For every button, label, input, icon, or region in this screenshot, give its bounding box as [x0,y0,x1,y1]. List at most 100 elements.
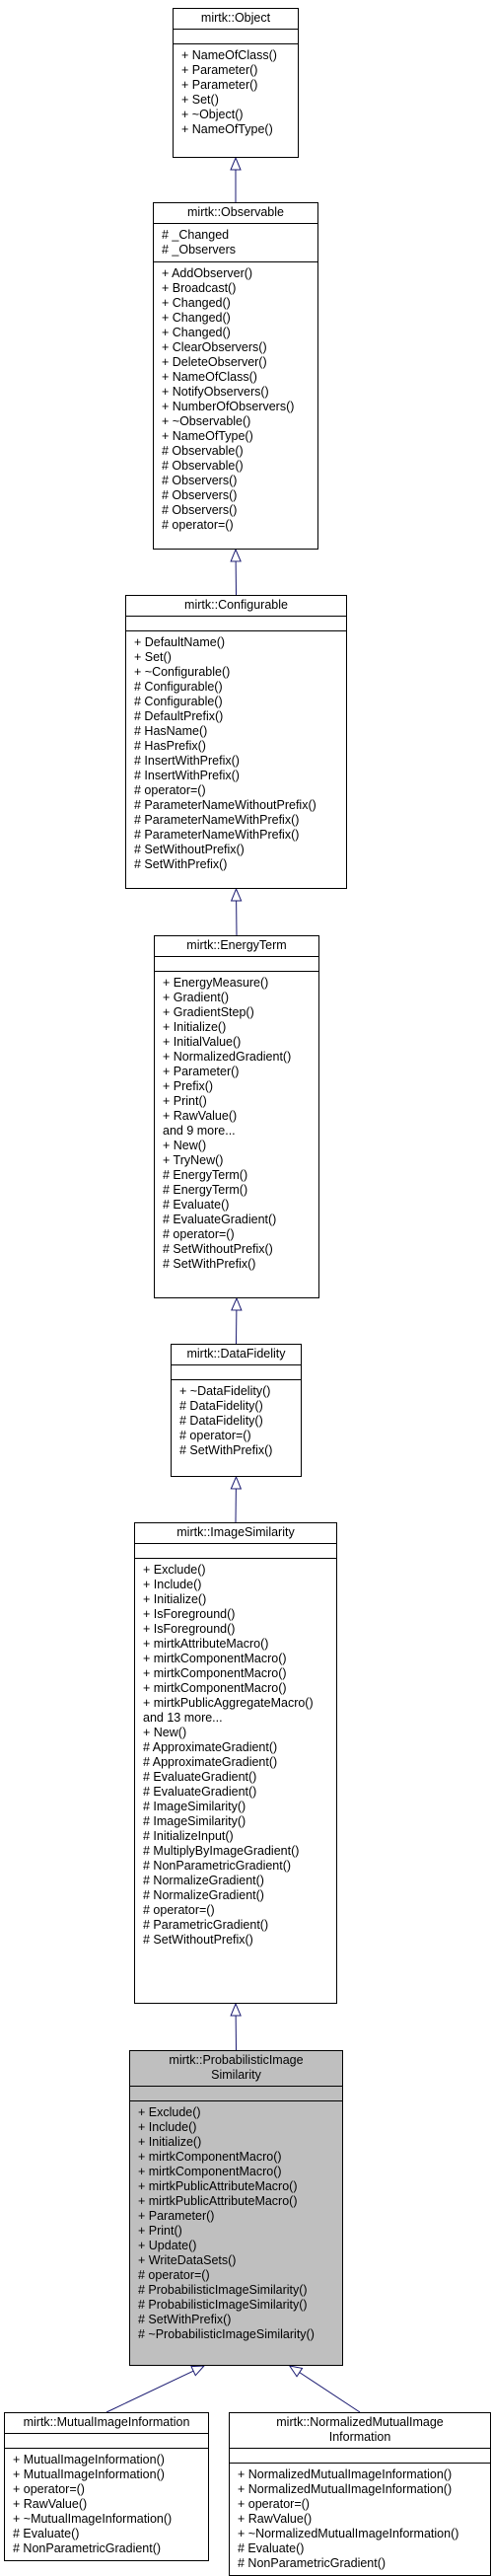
class-box-datafidelity[interactable]: mirtk::DataFidelity+ ~DataFidelity()# Da… [171,1344,302,1477]
method-item: # NormalizeGradient() [143,1874,336,1888]
method-item: + Broadcast() [162,281,317,296]
method-item: + ~Observable() [162,414,317,429]
class-attributes [230,2449,490,2464]
method-item: + Parameter() [181,78,298,93]
class-attributes [5,2434,208,2449]
class-attributes [130,2087,342,2101]
method-item: # NonParametricGradient() [143,1859,336,1874]
class-title: mirtk::ImageSimilarity [135,1523,336,1544]
method-item: + NormalizedMutualImageInformation() [238,2467,490,2482]
method-item: # operator=() [179,1429,301,1443]
method-item: + Print() [163,1094,318,1109]
method-item: + TryNew() [163,1153,318,1168]
class-attributes: # _Changed# _Observers [154,224,317,262]
method-item: # ApproximateGradient() [143,1740,336,1755]
attribute-item: # _Observers [162,243,317,258]
method-item: # SetWithPrefix() [179,1443,301,1458]
method-item: + Prefix() [163,1079,318,1094]
method-item: # Configurable() [134,695,346,709]
method-item: + Initialize() [163,1020,318,1035]
class-title-line: mirtk::ProbabilisticImage [133,2053,339,2068]
method-item: + Initialize() [138,2135,342,2150]
method-item: + Parameter() [138,2209,342,2224]
method-item: + WriteDataSets() [138,2253,342,2268]
method-item: + Changed() [162,311,317,326]
class-box-object[interactable]: mirtk::Object+ NameOfClass()+ Parameter(… [173,8,299,158]
class-attributes [172,1365,301,1380]
method-item: # ProbabilisticImageSimilarity() [138,2283,342,2298]
method-item: # Evaluate() [238,2541,490,2556]
inheritance-line-normalized [300,2373,360,2412]
inheritance-arrowhead-normalized [290,2366,303,2377]
method-item: # Observable() [162,444,317,459]
class-methods: + ~DataFidelity()# DataFidelity()# DataF… [172,1380,301,1462]
method-item: and 9 more... [163,1124,318,1139]
class-box-energyterm[interactable]: mirtk::EnergyTerm+ EnergyMeasure()+ Grad… [154,935,319,1298]
method-item: + ~MutualImageInformation() [13,2512,208,2527]
class-title-line: mirtk::Configurable [129,598,343,613]
method-item: # ParametricGradient() [143,1918,336,1933]
method-item: + ClearObservers() [162,340,317,355]
method-item: # SetWithoutPrefix() [143,1933,336,1948]
method-item: + mirtkComponentMacro() [138,2150,342,2165]
inheritance-arrowhead-datafidelity [232,1298,242,1310]
class-box-observable[interactable]: mirtk::Observable# _Changed# _Observers+… [153,202,318,550]
method-item: + mirtkComponentMacro() [138,2165,342,2179]
class-title: mirtk::MutualImageInformation [5,2413,208,2434]
class-box-imagesimilarity[interactable]: mirtk::ImageSimilarity+ Exclude()+ Inclu… [134,1522,337,2004]
method-item: # SetWithPrefix() [138,2313,342,2327]
method-item: + RawValue() [13,2497,208,2512]
method-item: # Observers() [162,503,317,518]
method-item: + Update() [138,2239,342,2253]
method-item: # Observers() [162,488,317,503]
class-box-configurable[interactable]: mirtk::Configurable+ DefaultName()+ Set(… [125,595,347,889]
method-item: + Parameter() [163,1065,318,1079]
method-item: # SetWithPrefix() [163,1257,318,1272]
method-item: # operator=() [143,1903,336,1918]
method-item: # InsertWithPrefix() [134,769,346,783]
method-item: + Include() [138,2120,342,2135]
method-item: + New() [143,1726,336,1740]
class-attributes [135,1544,336,1559]
class-title-line: Similarity [133,2068,339,2083]
method-item: + ~Configurable() [134,665,346,680]
method-item: + Initialize() [143,1592,336,1607]
method-item: # operator=() [162,518,317,533]
method-item: + Print() [138,2224,342,2239]
method-item: # operator=() [134,783,346,798]
class-methods: + DefaultName()+ Set()+ ~Configurable()#… [126,631,346,876]
method-item: # NonParametricGradient() [238,2556,490,2571]
method-item: # Observers() [162,474,317,488]
method-item: # ApproximateGradient() [143,1755,336,1770]
class-methods: + Exclude()+ Include()+ Initialize()+ Is… [135,1559,336,1951]
method-item: + DefaultName() [134,635,346,650]
class-title: mirtk::Object [174,9,298,30]
method-item: # HasPrefix() [134,739,346,754]
class-attributes [174,30,298,44]
method-item: # ImageSimilarity() [143,1814,336,1829]
class-title-line: Information [233,2430,487,2445]
method-item: + NameOfClass() [181,48,298,63]
method-item: # Evaluate() [13,2527,208,2541]
class-title: mirtk::Configurable [126,596,346,617]
class-title-line: mirtk::DataFidelity [175,1347,298,1362]
method-item: # EvaluateGradient() [143,1785,336,1800]
class-methods: + EnergyMeasure()+ Gradient()+ GradientS… [155,972,318,1276]
inheritance-arrowhead-mutual [191,2366,204,2376]
method-item: + mirtkComponentMacro() [143,1652,336,1666]
method-item: + ~Object() [181,108,298,122]
method-item: # ParameterNameWithoutPrefix() [134,798,346,813]
method-item: + MutualImageInformation() [13,2453,208,2467]
class-box-mutual[interactable]: mirtk::MutualImageInformation+ MutualIma… [4,2412,209,2561]
class-methods: + Exclude()+ Include()+ Initialize()+ mi… [130,2101,342,2346]
method-item: + ~NormalizedMutualImageInformation() [238,2527,490,2541]
class-title-line: mirtk::NormalizedMutualImage [233,2415,487,2430]
method-item: + mirtkPublicAggregateMacro() [143,1696,336,1711]
method-item: + Set() [181,93,298,108]
class-title-line: mirtk::ImageSimilarity [138,1525,333,1540]
method-item: # ProbabilisticImageSimilarity() [138,2298,342,2313]
method-item: + Changed() [162,326,317,340]
